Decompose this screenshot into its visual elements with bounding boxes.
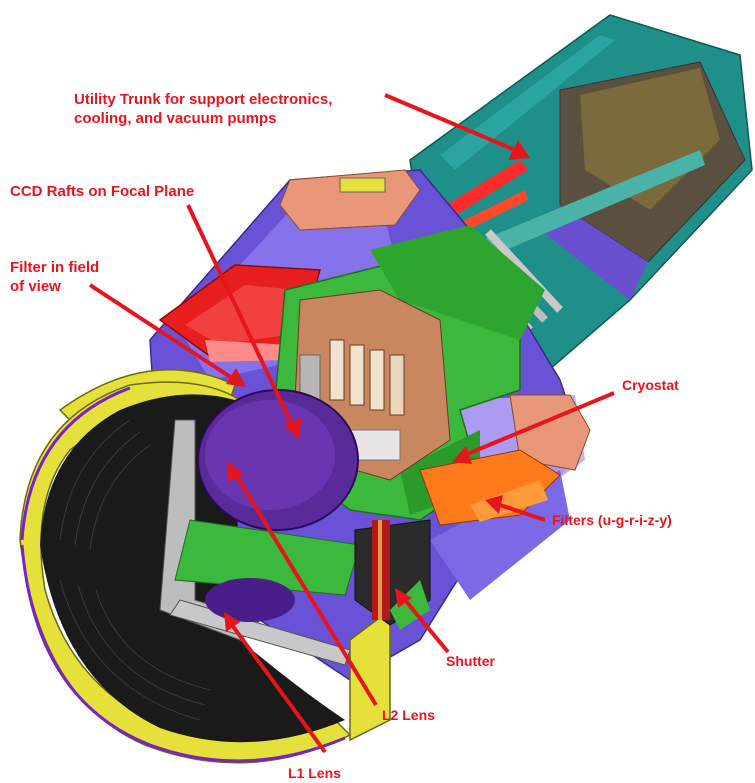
label-filter-fov-line1: Filter in field: [10, 259, 100, 276]
label-utility-trunk-line1: Utility Trunk for support electronics,: [74, 91, 333, 108]
filter-carousel: [419, 449, 561, 526]
label-shutter: Shutter: [446, 653, 495, 669]
l1-lens-frame: [159, 419, 361, 666]
label-filters: Filters (u-g-r-i-z-y): [552, 512, 672, 528]
callout-arrows: [88, 93, 615, 754]
shutter: [354, 519, 431, 630]
label-l2-lens: L2 Lens: [382, 707, 435, 723]
label-ccd-rafts: CCD Rafts on Focal Plane: [10, 183, 195, 200]
label-filter-fov-line2: of view: [10, 278, 61, 295]
l2-lens: [197, 389, 359, 531]
label-cryostat: Cryostat: [622, 377, 679, 393]
label-utility-trunk-line2: cooling, and vacuum pumps: [74, 110, 277, 127]
label-l1-lens: L1 Lens: [288, 765, 341, 781]
